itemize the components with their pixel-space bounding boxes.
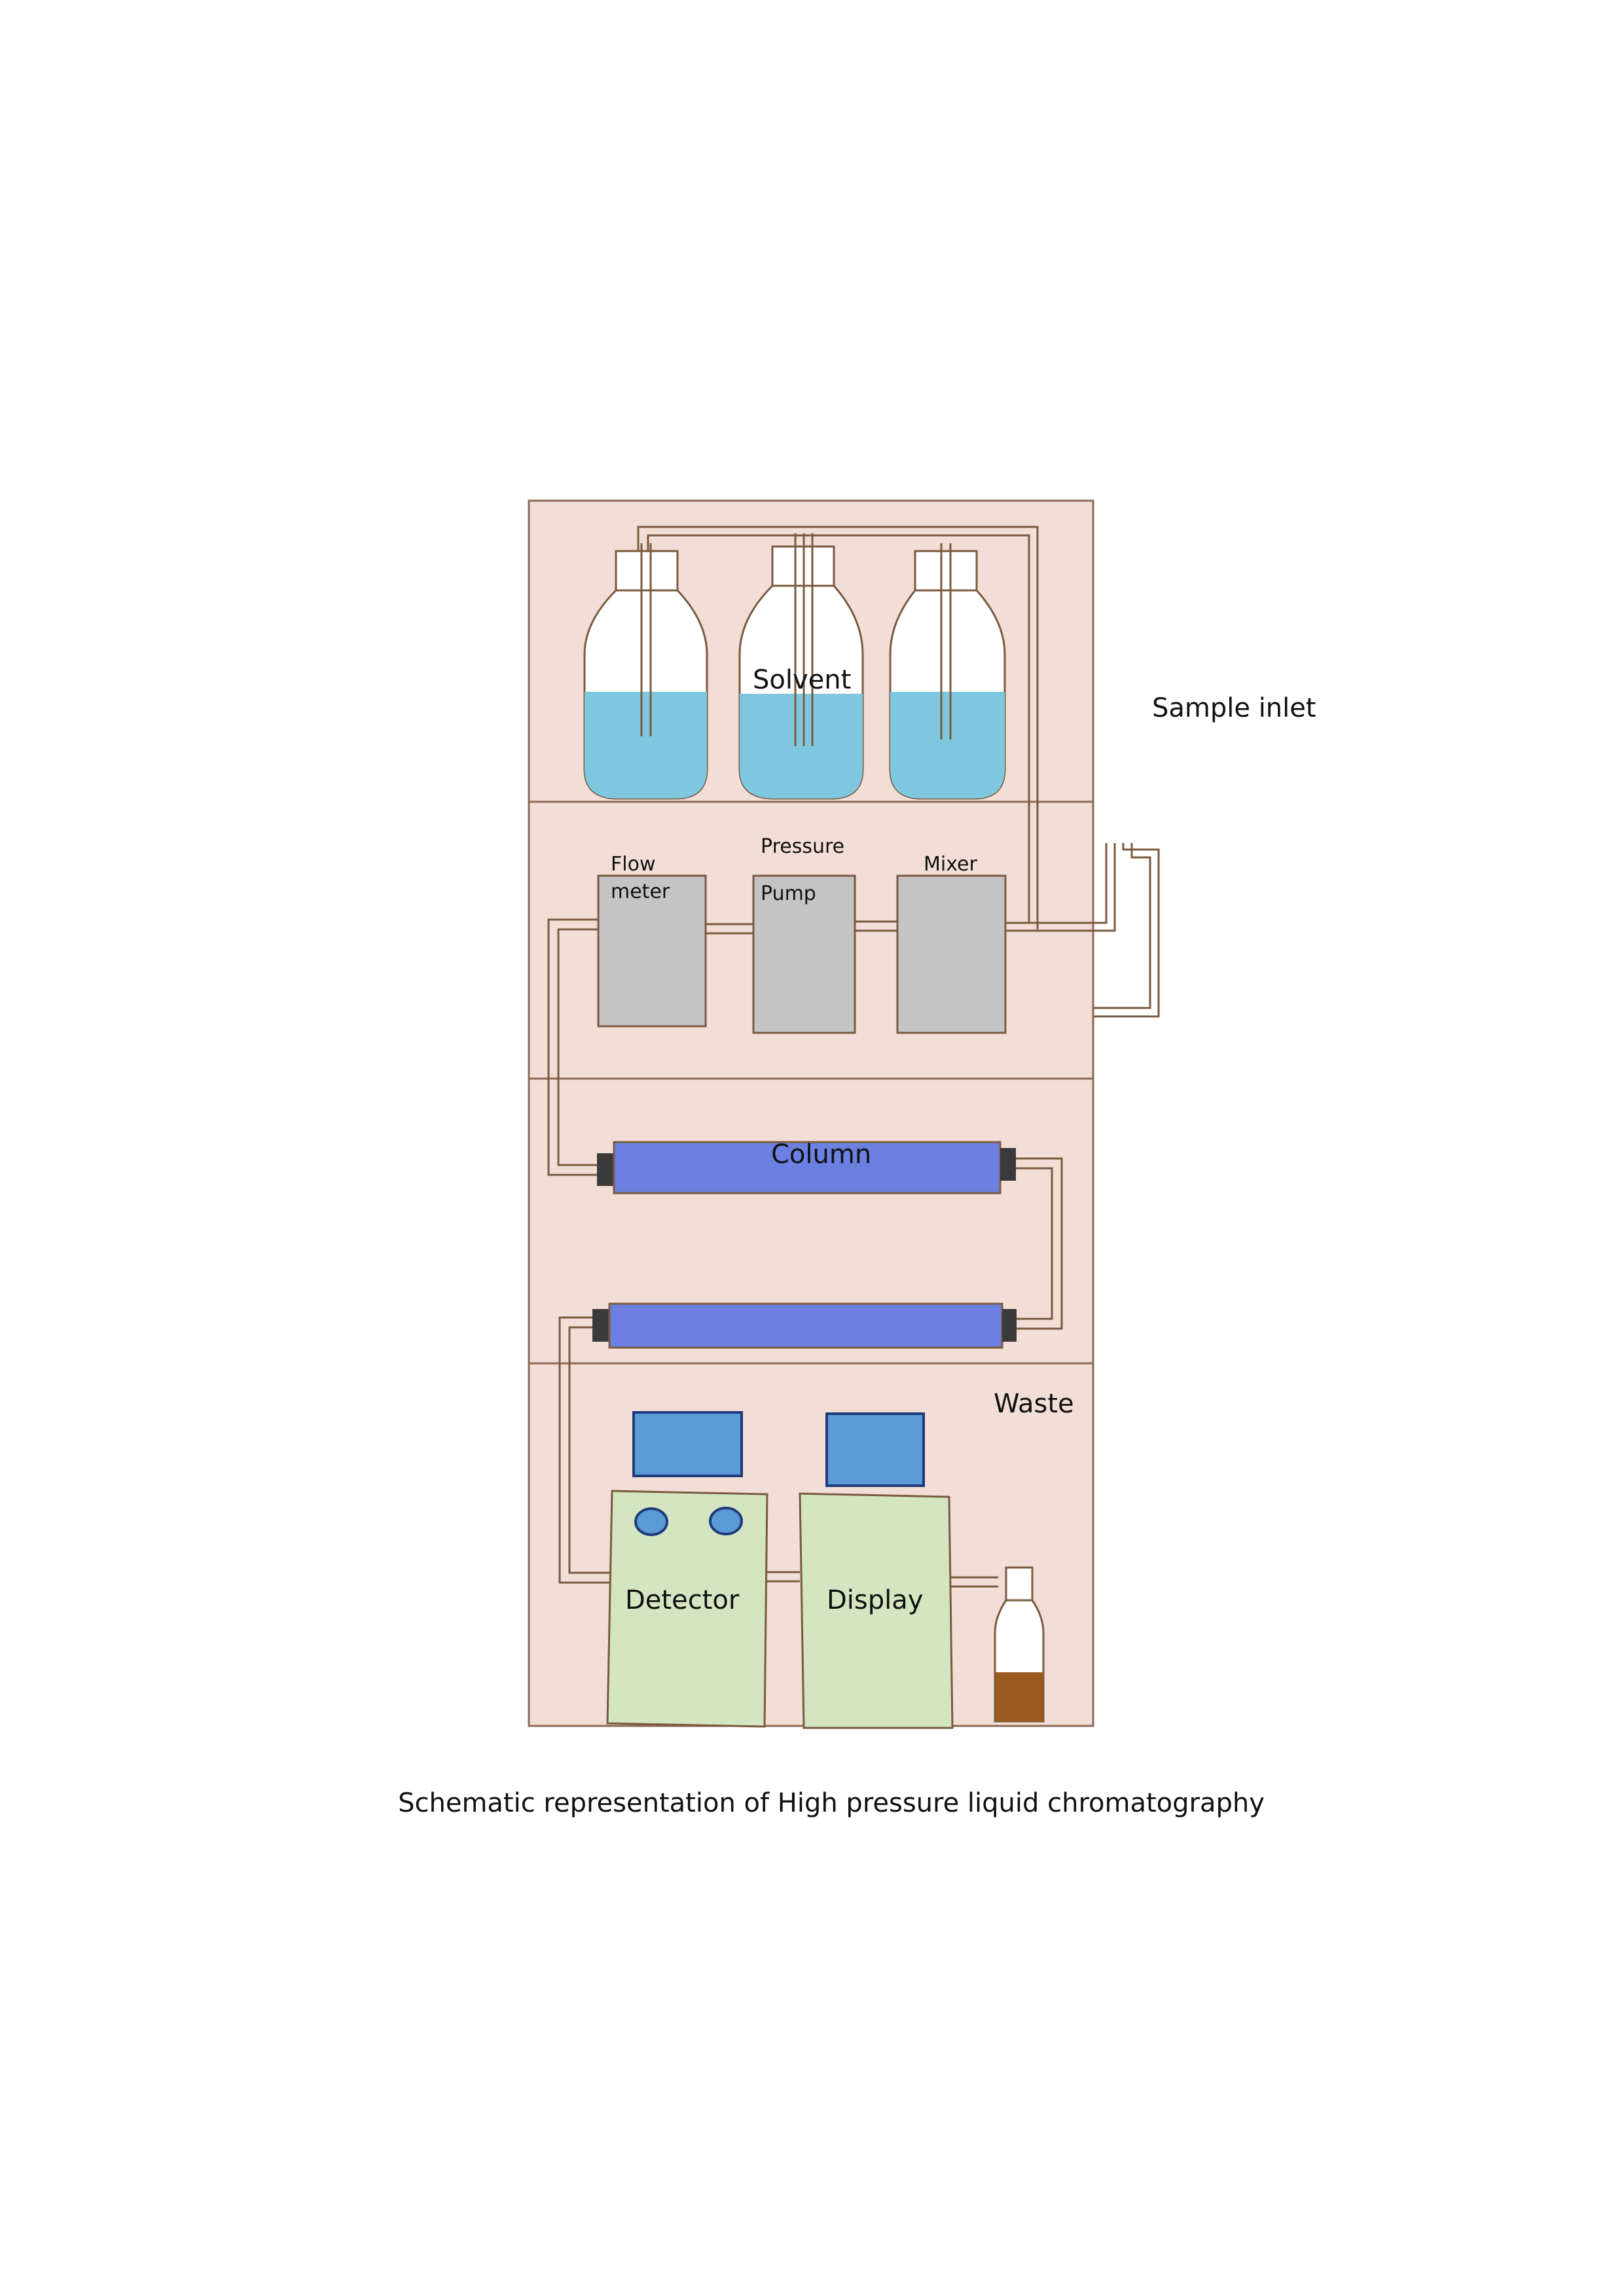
solvent-bottle-3 <box>889 543 1006 800</box>
column-label: Column <box>771 1139 871 1170</box>
mixer <box>896 874 1007 1034</box>
diagram-caption: Schematic representation of High pressur… <box>398 1788 1265 1818</box>
waste-bottle <box>994 1566 1045 1723</box>
waste-label: Waste <box>994 1389 1074 1419</box>
flow-meter <box>597 874 707 1028</box>
display-label: Display <box>827 1585 923 1615</box>
solvent-label: Solvent <box>753 665 851 695</box>
detector-knob-left <box>634 1507 668 1536</box>
detector-monitor <box>632 1411 743 1477</box>
flow-meter-label-line1: Flow <box>611 853 655 876</box>
module-connectors <box>706 920 897 935</box>
column-to-detector-tubing <box>558 1316 612 1584</box>
flow-meter-label-line2: meter <box>611 880 670 903</box>
column-lower <box>592 1302 1017 1349</box>
pressure-pump-label-line1: Pressure <box>761 835 844 858</box>
mixer-label: Mixer <box>924 853 978 876</box>
detector-display-connector <box>767 1571 800 1583</box>
column-connector-tubing <box>1016 1157 1063 1330</box>
display-monitor <box>825 1412 925 1487</box>
solvent-bottle-2 <box>738 533 864 800</box>
detector-label: Detector <box>625 1585 740 1615</box>
display-unit <box>799 1492 954 1729</box>
pressure-pump <box>752 874 856 1034</box>
column-upper <box>597 1141 1016 1194</box>
solvent-bottle-1 <box>583 543 708 800</box>
detector <box>606 1490 768 1728</box>
sample-inlet-label: Sample inlet <box>1152 693 1316 723</box>
pressure-pump-label-line2: Pump <box>761 882 816 905</box>
display-waste-connector <box>950 1576 998 1588</box>
flow-meter-to-column-tubing <box>547 918 598 1176</box>
detector-knob-right <box>709 1507 743 1535</box>
sample-inlet-tubing <box>1001 843 1160 1018</box>
